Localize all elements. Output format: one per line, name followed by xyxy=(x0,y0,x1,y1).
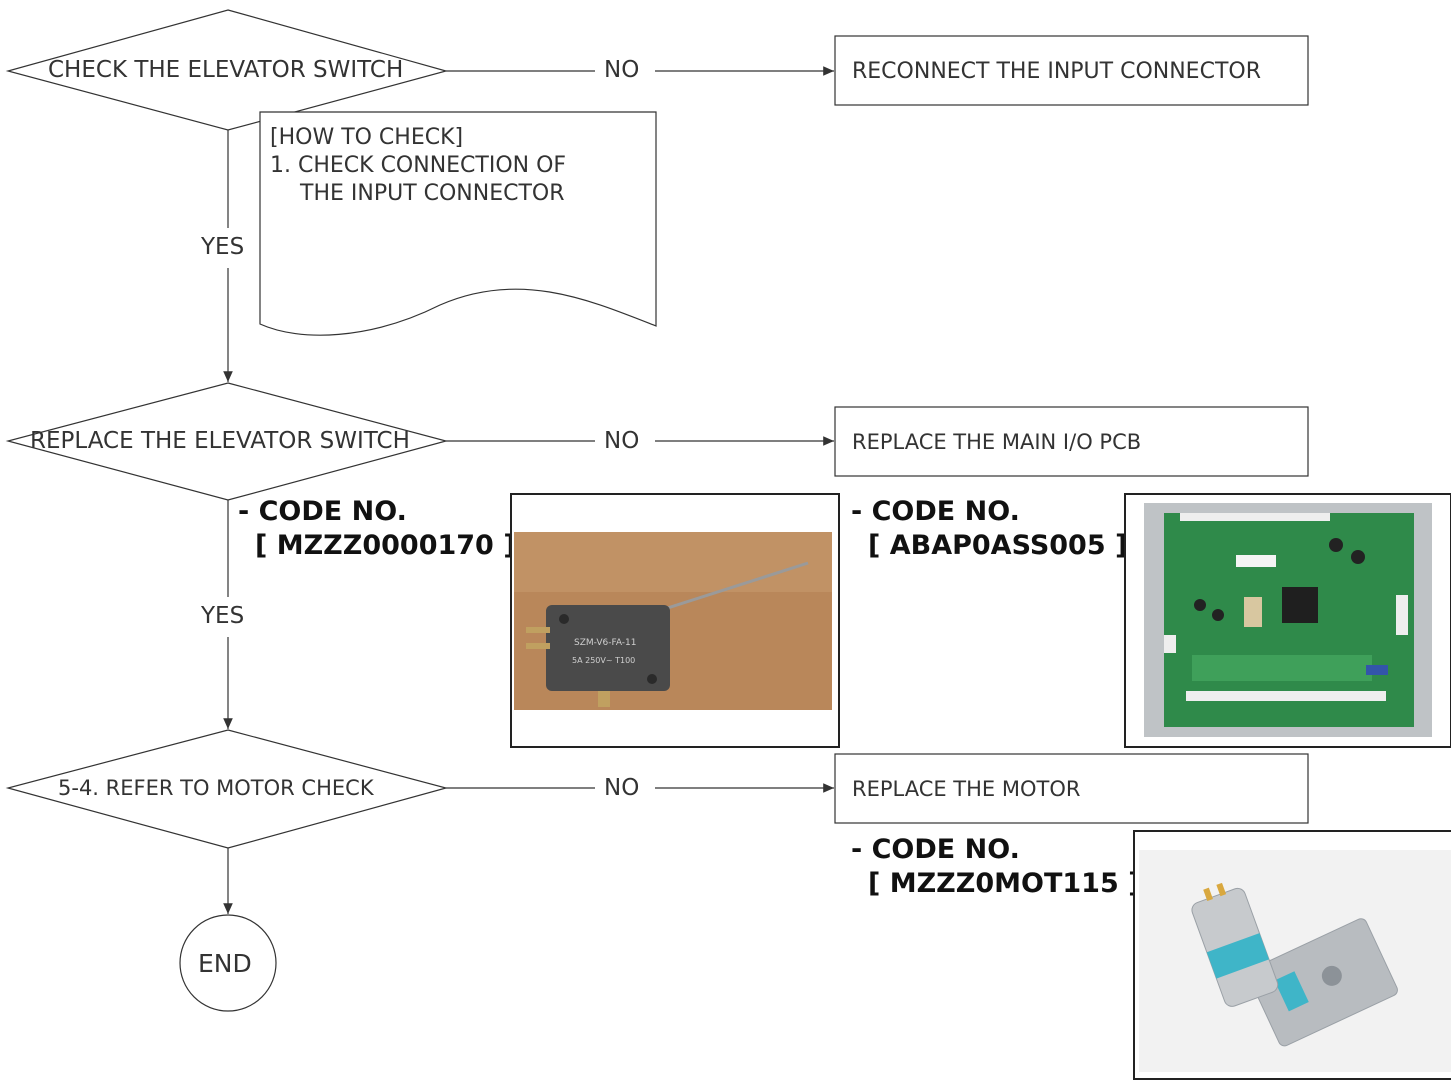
code-heading-3: - CODE NO. xyxy=(851,834,1020,865)
end-label: END xyxy=(198,949,252,978)
action-label-3: REPLACE THE MOTOR xyxy=(852,777,1081,801)
micro-switch-image: SZM-V6-FA-11 5A 250V~ T100 xyxy=(514,532,832,710)
action-box-3 xyxy=(834,753,1309,824)
note-line-2: THE INPUT CONNECTOR xyxy=(300,181,565,206)
code-heading-2: - CODE NO. xyxy=(851,496,1020,527)
code-value-1: [ MZZZ0000170 ] xyxy=(255,530,516,561)
motor-image xyxy=(1139,850,1451,1072)
svg-text:SZM-V6-FA-11: SZM-V6-FA-11 xyxy=(574,638,637,648)
decision-label-2: REPLACE THE ELEVATOR SWITCH xyxy=(30,428,410,454)
code-value-2: [ ABAP0ASS005 ] xyxy=(868,530,1128,561)
code-heading-1: - CODE NO. xyxy=(238,496,407,527)
no-label-1: NO xyxy=(604,57,640,83)
no-label-3: NO xyxy=(604,775,640,801)
action-label-2: REPLACE THE MAIN I/O PCB xyxy=(852,430,1142,454)
how-to-check-note xyxy=(259,111,657,336)
action-label-1: RECONNECT THE INPUT CONNECTOR xyxy=(852,59,1261,84)
motor-photo xyxy=(1133,830,1451,1080)
code-value-3: [ MZZZ0MOT115 ] xyxy=(868,868,1141,899)
end-terminal xyxy=(179,914,277,1012)
decision-label-1: CHECK THE ELEVATOR SWITCH xyxy=(48,57,404,83)
pcb-image xyxy=(1144,503,1432,737)
action-box-1 xyxy=(834,35,1309,106)
note-line-1: 1. CHECK CONNECTION OF xyxy=(270,153,567,178)
decision-label-3: 5-4. REFER TO MOTOR CHECK xyxy=(58,776,374,800)
no-label-2: NO xyxy=(604,428,640,454)
main-pcb-photo xyxy=(1124,493,1451,748)
yes-label-1: YES xyxy=(201,234,245,260)
action-box-2 xyxy=(834,406,1309,477)
note-title: [HOW TO CHECK] xyxy=(270,125,464,150)
svg-text:5A 250V~ T100: 5A 250V~ T100 xyxy=(572,656,635,665)
elevator-switch-photo: SZM-V6-FA-11 5A 250V~ T100 xyxy=(510,493,840,748)
yes-label-2: YES xyxy=(201,603,245,629)
